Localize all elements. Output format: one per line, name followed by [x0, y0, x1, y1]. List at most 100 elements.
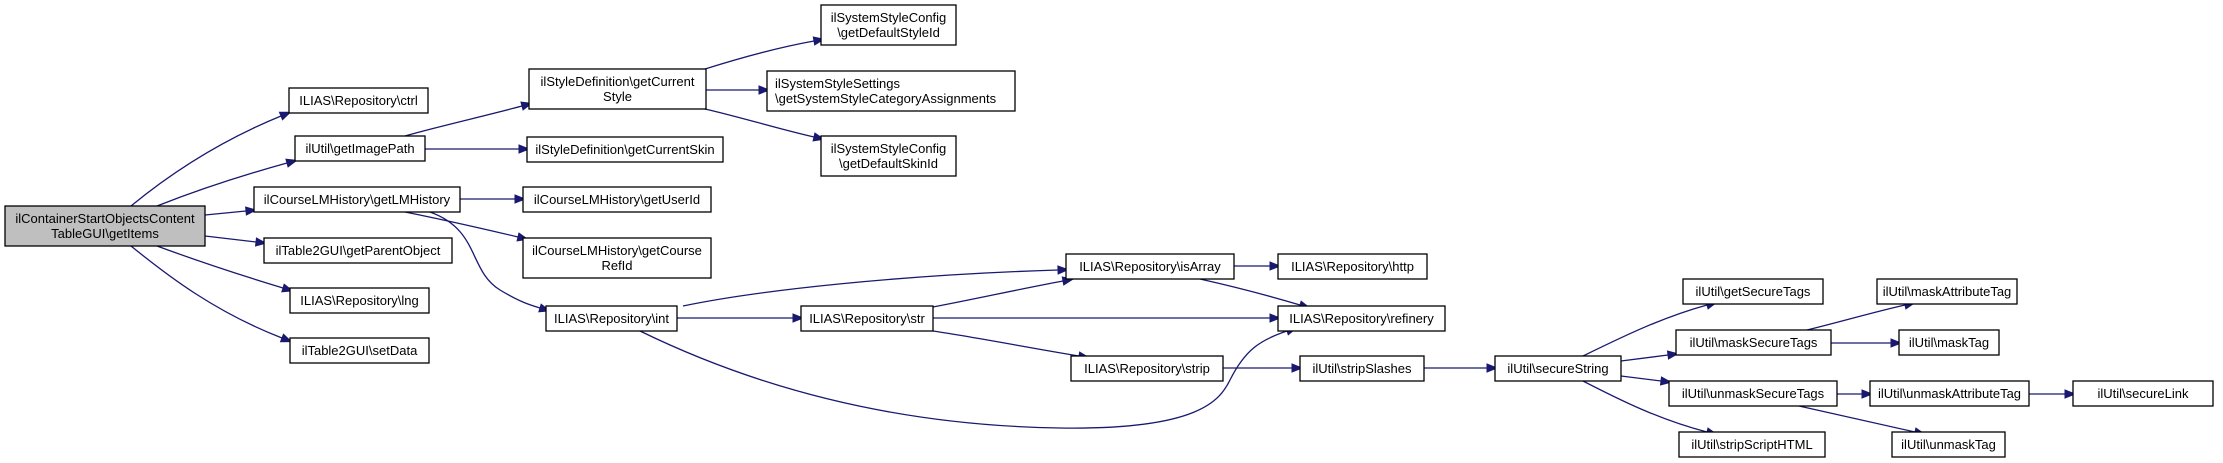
node-box[interactable] [800, 305, 934, 332]
node-label: ilContainerStartObjectsContent [15, 211, 195, 226]
graph-node[interactable]: ilUtil\unmaskSecureTags [1668, 380, 1838, 407]
graph-node[interactable]: ilCourseLMHistory\getUserId [522, 186, 712, 213]
node-label: ILIAS\Repository\refinery [1289, 311, 1434, 326]
arrowhead-icon [1291, 363, 1304, 373]
node-box[interactable] [522, 186, 712, 213]
node-box[interactable] [1277, 305, 1446, 332]
edge-n20-n21 [1424, 363, 1499, 373]
node-box[interactable] [820, 4, 957, 46]
node-box[interactable] [1682, 278, 1824, 305]
node-box[interactable] [1070, 355, 1224, 382]
node-label: ilUtil\getSecureTags [1696, 284, 1811, 299]
graph-node[interactable]: ilUtil\maskTag [1898, 329, 2000, 356]
graph-node[interactable]: ilUtil\secureLink [2072, 380, 2214, 407]
arrowhead-icon [1269, 261, 1282, 271]
node-box[interactable] [4, 205, 206, 247]
node-label: \getDefaultSkinId [839, 156, 938, 171]
graph-node[interactable]: ilTable2GUI\setData [289, 337, 430, 364]
node-box[interactable] [528, 68, 707, 110]
node-label: ilUtil\unmaskSecureTags [1682, 386, 1825, 401]
node-box[interactable] [1668, 380, 1838, 407]
node-box[interactable] [294, 135, 426, 162]
graph-node[interactable]: ilSystemStyleConfig\getDefaultSkinId [820, 135, 957, 177]
graph-node[interactable]: ilUtil\getImagePath [294, 135, 426, 162]
graph-node[interactable]: ILIAS\Repository\ctrl [288, 87, 429, 114]
edge-line [1582, 380, 1708, 433]
node-label: ilUtil\maskTag [1909, 335, 1989, 350]
edge-n7-n11 [704, 108, 826, 142]
node-box[interactable] [289, 337, 430, 364]
root-node[interactable]: ilContainerStartObjectsContentTableGUI\g… [4, 205, 206, 247]
node-box[interactable] [289, 287, 430, 314]
node-box[interactable] [1494, 355, 1622, 382]
graph-node[interactable]: ilUtil\maskSecureTags [1675, 329, 1832, 356]
edge-line [639, 330, 1288, 429]
node-label: ilUtil\stripSlashes [1313, 361, 1412, 376]
graph-node[interactable]: ilUtil\getSecureTags [1682, 278, 1824, 305]
node-box[interactable] [253, 186, 461, 213]
edge-line [932, 280, 1064, 308]
graph-node[interactable]: ilUtil\maskAttributeTag [1876, 278, 2018, 305]
arrowhead-icon [1666, 350, 1680, 360]
node-box[interactable] [522, 237, 712, 279]
edge-line [130, 115, 282, 207]
edge-n0-n3 [204, 206, 258, 216]
edge-n0-n6 [130, 245, 293, 343]
edge-n15-n19 [932, 330, 1091, 361]
edge-n23-n27 [1831, 338, 1903, 348]
node-box[interactable] [1277, 253, 1428, 280]
node-box[interactable] [1299, 355, 1425, 382]
graph-node[interactable]: ilSystemStyleSettings\getSystemStyleCate… [766, 70, 1016, 112]
node-label: ilSystemStyleConfig [831, 10, 947, 25]
edge-line [429, 211, 541, 309]
graph-node[interactable]: ilSystemStyleConfig\getDefaultStyleId [820, 4, 957, 46]
graph-node[interactable]: ILIAS\Repository\isArray [1065, 253, 1235, 280]
node-label: ilUtil\unmaskTag [1901, 437, 1996, 452]
node-box[interactable] [820, 135, 957, 177]
graph-node[interactable]: ILIAS\Repository\str [800, 305, 934, 332]
edge-n3-n12 [460, 194, 527, 204]
graph-node[interactable]: ilUtil\stripScriptHTML [1678, 431, 1826, 458]
edge-line [156, 162, 288, 207]
node-box[interactable] [1869, 380, 2030, 407]
node-box[interactable] [1876, 278, 2018, 305]
node-box[interactable] [288, 87, 429, 114]
graph-node[interactable]: ilUtil\secureString [1494, 355, 1622, 382]
node-box[interactable] [1898, 329, 2000, 356]
graph-node[interactable]: ILIAS\Repository\http [1277, 253, 1428, 280]
graph-node[interactable]: ilUtil\stripSlashes [1299, 355, 1425, 382]
edge-line [1620, 354, 1669, 362]
node-box[interactable] [766, 70, 1016, 112]
node-box[interactable] [1678, 431, 1826, 458]
node-label: ILIAS\Repository\http [1291, 259, 1414, 274]
graph-node[interactable]: ilCourseLMHistory\getLMHistory [253, 186, 461, 213]
node-label: ilUtil\maskSecureTags [1690, 335, 1818, 350]
graph-node[interactable]: ILIAS\Repository\refinery [1277, 305, 1446, 332]
node-label: \getSystemStyleCategoryAssignments [775, 91, 997, 106]
edge-line [1582, 304, 1708, 357]
node-box[interactable] [2072, 380, 2214, 407]
edge-line [130, 245, 283, 339]
node-box[interactable] [1891, 431, 2006, 458]
node-box[interactable] [263, 237, 453, 264]
node-label: ilUtil\secureString [1507, 361, 1608, 376]
node-box[interactable] [545, 305, 678, 332]
graph-node[interactable]: ILIAS\Repository\lng [289, 287, 430, 314]
graph-node[interactable]: ilUtil\unmaskTag [1891, 431, 2006, 458]
node-box[interactable] [1675, 329, 1832, 356]
edge-n21-n24 [1620, 375, 1673, 386]
node-label: ilUtil\getImagePath [305, 141, 414, 156]
node-box[interactable] [1065, 253, 1235, 280]
graph-node[interactable]: ilTable2GUI\getParentObject [263, 237, 453, 264]
node-label: \getDefaultStyleId [837, 25, 940, 40]
graph-node[interactable]: ilStyleDefinition\getCurrentSkin [526, 136, 724, 163]
graph-node[interactable]: ILIAS\Repository\int [545, 305, 678, 332]
graph-node[interactable]: ilUtil\unmaskAttributeTag [1869, 380, 2030, 407]
node-label: ilUtil\unmaskAttributeTag [1878, 386, 2021, 401]
graph-node[interactable]: ILIAS\Repository\strip [1070, 355, 1224, 382]
edge-line [932, 330, 1080, 357]
node-box[interactable] [526, 136, 724, 163]
nodes-layer: ilContainerStartObjectsContentTableGUI\g… [4, 4, 2214, 458]
